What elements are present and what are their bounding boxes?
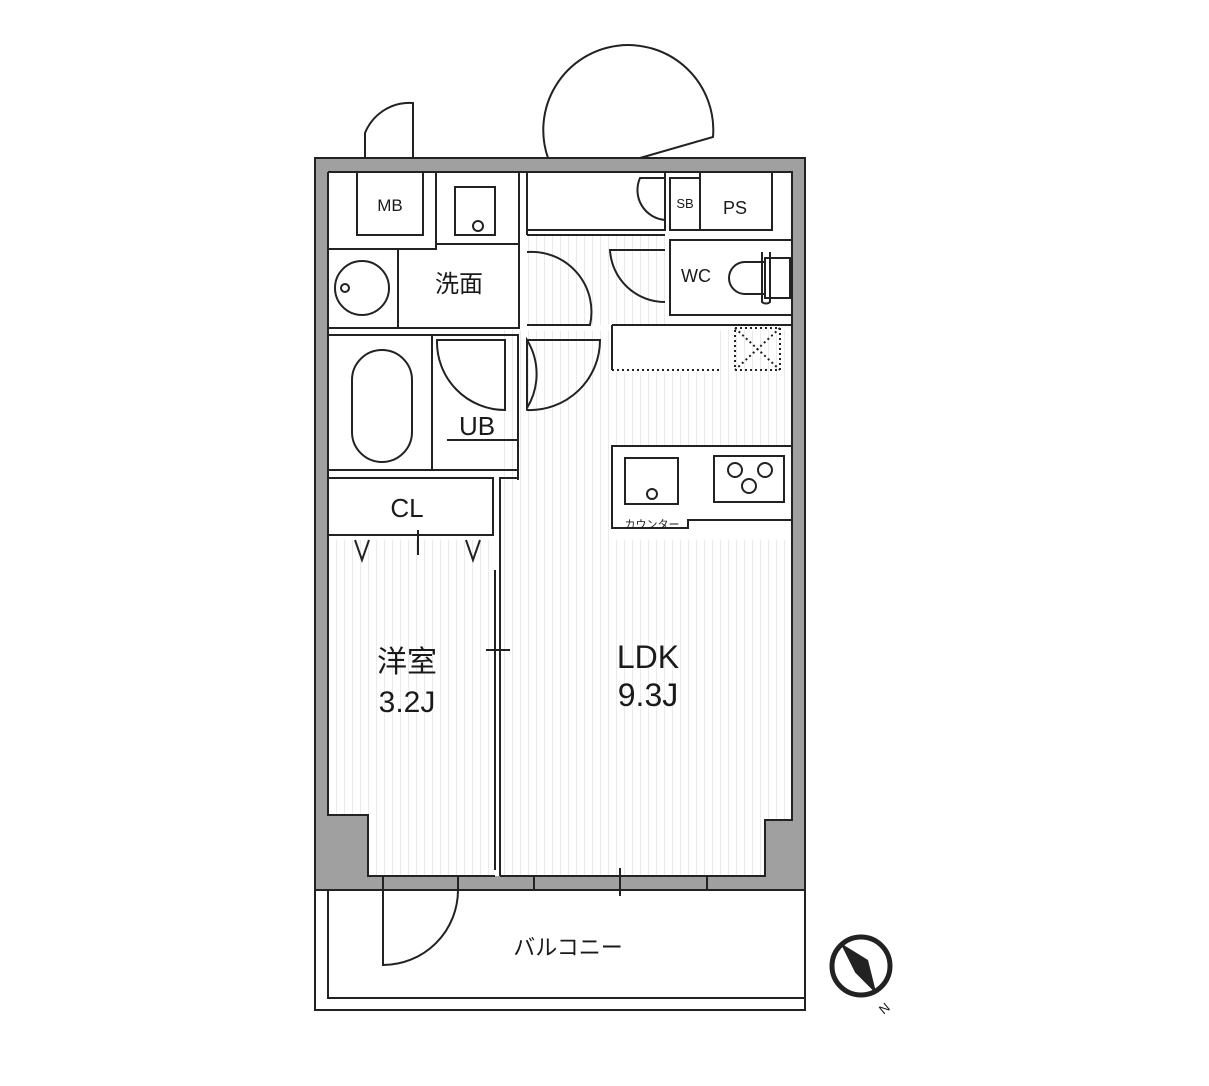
room-label-western: 洋室 (377, 646, 437, 679)
room-label-mb: MB (377, 196, 403, 215)
label-counter: カウンター (625, 518, 680, 531)
room-label-ub: UB (459, 411, 495, 441)
room-label-balcony: バルコニー (513, 935, 623, 960)
room-label-washroom: 洗面 (435, 271, 483, 298)
room-size-ldk: 9.3J (618, 677, 678, 713)
balcony (314, 889, 806, 1011)
room-size-western: 3.2J (379, 686, 436, 719)
room-label-cl: CL (390, 493, 423, 523)
unit-bath (327, 334, 519, 471)
western-room-floor (328, 540, 495, 876)
room-label-ldk: LDK (617, 639, 679, 675)
wc-room (669, 239, 793, 316)
room-label-sb: SB (676, 196, 693, 211)
compass-icon: N (829, 934, 893, 1018)
ps-box (699, 171, 773, 231)
room-label-wc: WC (681, 266, 711, 286)
room-label-ps: PS (723, 198, 747, 218)
closet-cl (327, 477, 494, 536)
mb-closet (356, 171, 424, 236)
ldk-floor (500, 330, 792, 876)
hall-floor (527, 235, 667, 325)
compass-north-label: N (876, 1000, 893, 1018)
